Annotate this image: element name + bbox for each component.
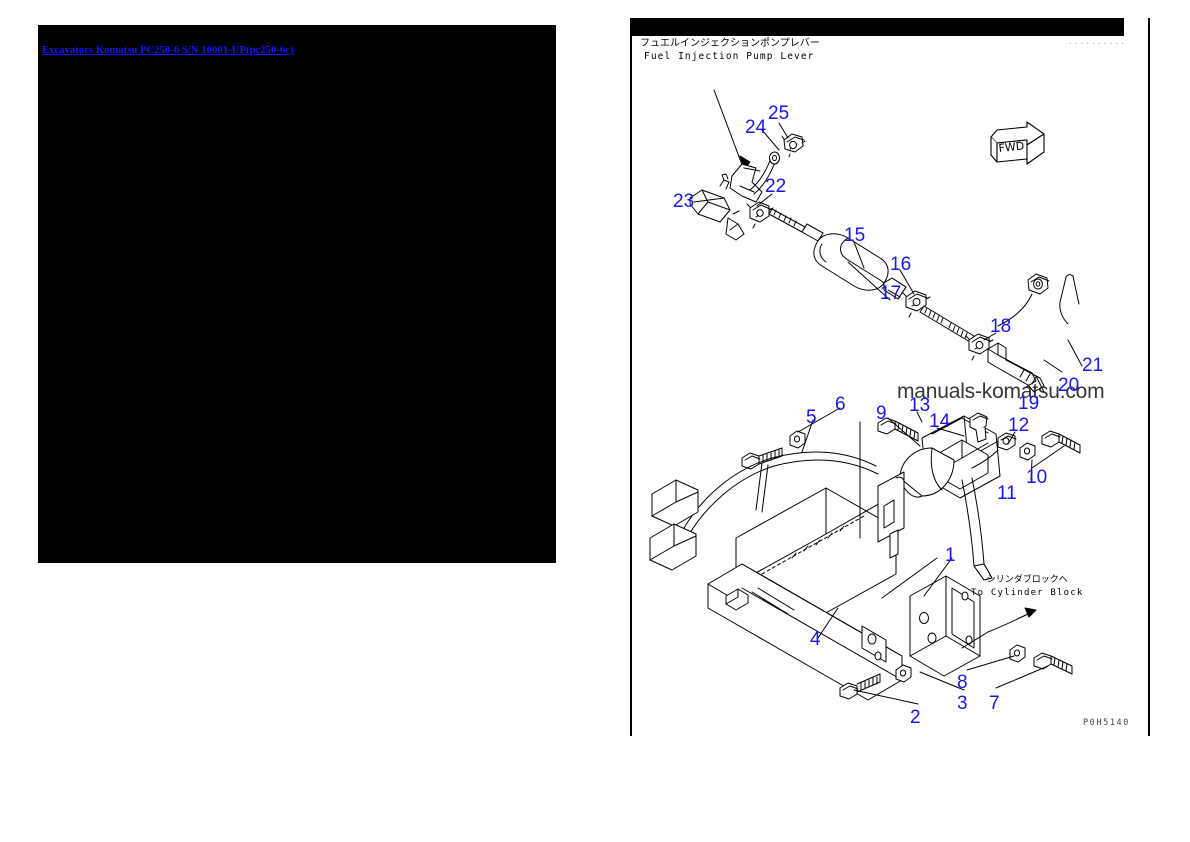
callout-10: 10 [1026,467,1048,488]
callout-16: 16 [890,254,912,275]
callout-5: 5 [806,407,817,428]
callout-2: 2 [910,707,921,728]
page-code-top: .......... [1067,37,1126,46]
callout-12: 12 [1008,415,1030,436]
fwd-direction-icon: FWD [990,121,1045,165]
callout-25: 25 [768,103,790,124]
parts-diagram-frame: .......... フュエルインジェクションポンプレバー Fuel Injec… [630,18,1150,736]
callout-19: 19 [1018,393,1040,414]
callout-22: 22 [765,176,787,197]
cylinder-block-note-jp: シリンダブロックへ [986,575,1068,585]
callout-9: 9 [876,403,887,424]
watermark: manuals-komatsu.com [897,380,1105,403]
callout-17: 17 [880,283,902,304]
callout-18: 18 [990,316,1012,337]
catalog-link[interactable]: Excavators Komatsu PC250-6 S/N 10001-UP(… [42,45,294,56]
svg-text:FWD: FWD [998,139,1025,155]
callout-6: 6 [835,394,846,415]
callout-13: 13 [909,395,931,416]
diagram-title-en: Fuel Injection Pump Lever [644,50,815,62]
callout-7: 7 [989,693,1000,714]
callout-11: 11 [997,483,1017,504]
callout-3: 3 [957,693,968,714]
header-black-bar [632,18,1124,36]
cylinder-block-note: シリンダブロックへ To Cylinder Block [971,575,1084,599]
callout-24: 24 [745,117,767,138]
thumbnail-panel: Excavators Komatsu PC250-6 S/N 10001-UP(… [38,25,556,563]
callout-8: 8 [957,672,968,693]
cylinder-block-note-en: To Cylinder Block [971,587,1084,598]
callout-14: 14 [929,411,951,432]
callout-20: 20 [1058,375,1080,396]
diagram-title: フュエルインジェクションポンプレバー Fuel Injection Pump L… [640,38,820,62]
callout-4: 4 [810,629,821,650]
callout-23: 23 [673,191,695,212]
callout-15: 15 [844,225,866,246]
diagram-title-jp: フュエルインジェクションポンプレバー [640,38,820,49]
callout-1: 1 [945,545,956,566]
page-code-bottom: P0H5140 [1082,718,1130,728]
callout-21: 21 [1082,355,1104,376]
